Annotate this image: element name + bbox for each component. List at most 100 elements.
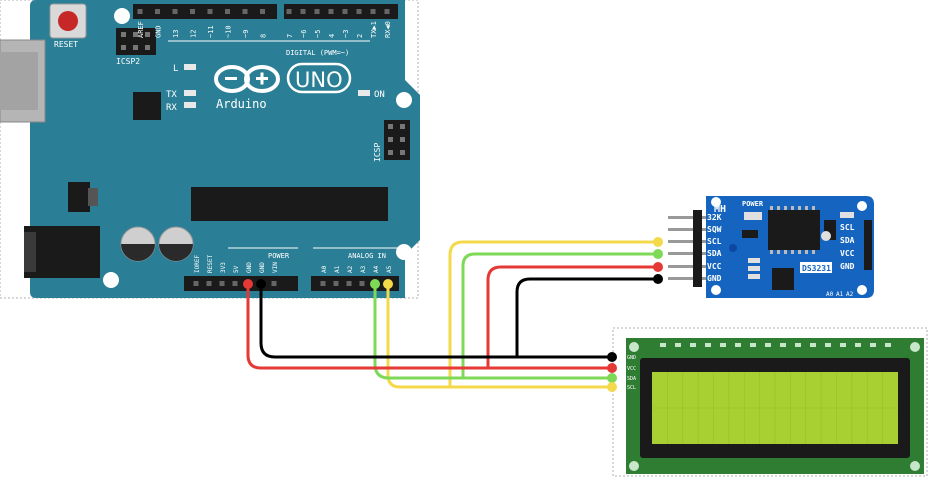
tx-led-label: TX bbox=[166, 90, 177, 100]
usb-chip bbox=[133, 92, 161, 120]
digital-pin-label: 12 bbox=[190, 30, 198, 38]
rtc-left-pin-label: VCC bbox=[707, 262, 722, 271]
reset-button[interactable] bbox=[49, 3, 87, 39]
wire-end-rtc-gnd bbox=[653, 274, 663, 284]
rtc-right-pin-label: SDA bbox=[840, 236, 855, 245]
pin-hole bbox=[260, 9, 265, 14]
lcd-pad bbox=[690, 343, 696, 347]
lcd-pad bbox=[795, 343, 801, 347]
digital-pin-label: ~10 bbox=[225, 25, 233, 38]
analog-pin-label: A3 bbox=[360, 265, 367, 273]
pin-hole bbox=[190, 9, 195, 14]
icsp2-label: ICSP2 bbox=[116, 57, 140, 66]
gnd-wire-rtc bbox=[515, 277, 660, 359]
wires bbox=[246, 240, 660, 389]
pin-hole bbox=[384, 9, 390, 14]
analog-pin-label: A5 bbox=[386, 265, 393, 273]
lcd-pad bbox=[675, 343, 681, 347]
lcd-pad bbox=[870, 343, 876, 347]
digital-header bbox=[133, 4, 398, 19]
analog-pin-label: A2 bbox=[347, 265, 354, 273]
sda-wire-lcd bbox=[373, 282, 614, 380]
dc-power-jack bbox=[24, 226, 100, 278]
digital-pin-label: RX◀0 bbox=[384, 21, 392, 38]
ds3231-label-box bbox=[800, 262, 832, 273]
lcd-pad bbox=[660, 343, 666, 347]
pin-hole bbox=[232, 281, 238, 286]
rtc-right-pin-label: VCC bbox=[840, 249, 855, 258]
pin-hole bbox=[271, 281, 277, 286]
pin-hole bbox=[137, 9, 143, 14]
uno-brand: UNO bbox=[295, 68, 343, 92]
pin-hole bbox=[333, 281, 339, 286]
icsp-label: ICSP bbox=[373, 143, 382, 162]
power-pin-label: 5V bbox=[233, 265, 240, 273]
power-pin-label: IOREF bbox=[194, 255, 201, 273]
wire-end-rtc-vcc bbox=[653, 262, 663, 272]
on-led-label: ON bbox=[374, 90, 385, 100]
pin-hole bbox=[346, 281, 352, 286]
on-led bbox=[358, 90, 370, 96]
rtc-address-label: A2 bbox=[846, 291, 854, 298]
arduino-logo-icon bbox=[214, 62, 352, 94]
rtc-left-pin-label: SDA bbox=[707, 249, 722, 258]
lcd-pad bbox=[825, 343, 831, 347]
gnd-wire-lcd bbox=[259, 282, 614, 359]
analog-label: ANALOG IN bbox=[348, 252, 386, 260]
scl-wire-rtc bbox=[448, 240, 660, 389]
digital-pin-label: ~5 bbox=[314, 30, 322, 38]
lcd-pad bbox=[765, 343, 771, 347]
pin-hole bbox=[314, 9, 320, 14]
pin-hole bbox=[207, 9, 213, 14]
tx-led bbox=[184, 90, 196, 96]
power-pin-label: RESET bbox=[207, 255, 214, 273]
vcc-wire-lcd bbox=[246, 282, 614, 370]
wire-end-lcd-scl bbox=[607, 382, 617, 392]
power-pin-label: GND bbox=[259, 262, 266, 273]
wire-end-gnd bbox=[256, 279, 266, 289]
pin-hole bbox=[300, 9, 306, 14]
rtc-led bbox=[744, 212, 762, 220]
rx-led bbox=[184, 102, 196, 108]
digital-pin-label: TX▶1 bbox=[370, 21, 378, 38]
lcd-pad bbox=[735, 343, 741, 347]
pin-hole bbox=[172, 9, 178, 14]
wire-end-lcd-sda bbox=[607, 373, 617, 383]
scl-wire-lcd bbox=[386, 282, 614, 389]
sda-wire-rtc bbox=[461, 252, 660, 380]
analog-pin-label: A0 bbox=[321, 265, 328, 273]
lcd-pad bbox=[720, 343, 726, 347]
reset-label: RESET bbox=[54, 40, 78, 49]
digital-pin-label: 13 bbox=[172, 30, 180, 38]
wire-end-a4 bbox=[370, 279, 380, 289]
digital-pin-label: ~11 bbox=[207, 25, 215, 38]
power-pin-label: GND bbox=[246, 262, 253, 273]
wire-end-rtc-scl bbox=[653, 237, 663, 247]
wire-end-lcd-gnd bbox=[607, 352, 617, 362]
icsp-header bbox=[384, 120, 410, 160]
wire-end-rtc-sda bbox=[653, 249, 663, 259]
lcd-pad bbox=[780, 343, 786, 347]
power-pin-label: VIN bbox=[272, 262, 279, 273]
digital-pin-label: ~9 bbox=[242, 30, 250, 38]
rtc-left-pin-label: SQW bbox=[707, 225, 722, 234]
digital-pin-label: 7 bbox=[286, 34, 294, 38]
rtc-brand: MH bbox=[714, 204, 726, 215]
power-label: POWER bbox=[268, 252, 290, 260]
eeprom-chip bbox=[772, 268, 794, 290]
lcd-pad bbox=[885, 343, 891, 347]
lcd-pin-label: GND bbox=[627, 355, 636, 361]
digital-pin-label: ~3 bbox=[342, 30, 350, 38]
arduino-brand: Arduino bbox=[216, 97, 267, 111]
capacitor-1 bbox=[120, 226, 156, 262]
pin-hole bbox=[286, 9, 292, 14]
